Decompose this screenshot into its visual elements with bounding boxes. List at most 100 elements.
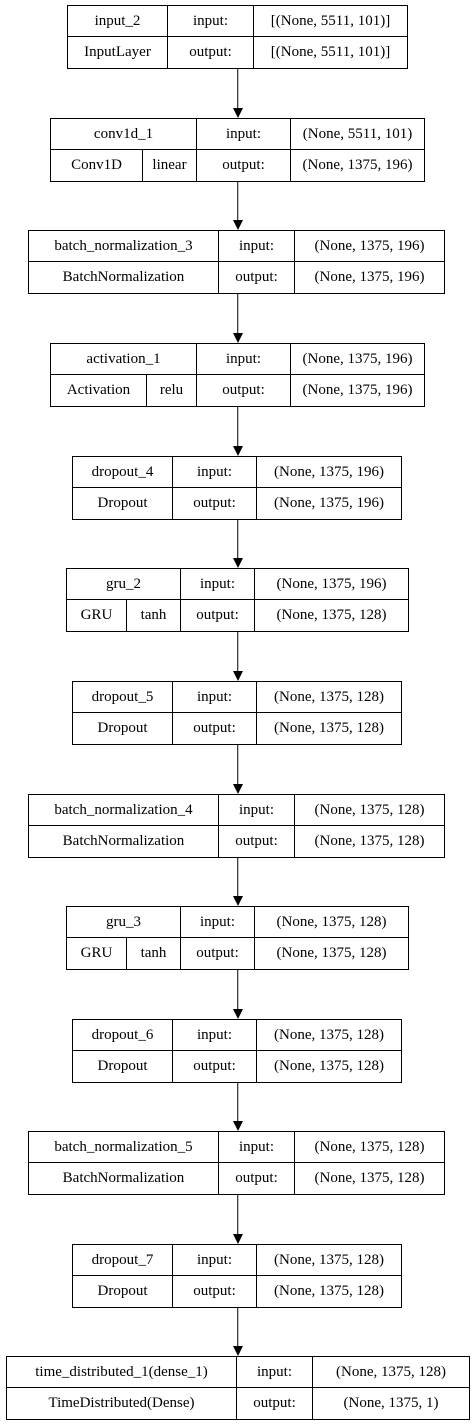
output-label: output: — [197, 150, 291, 181]
layer-type: TimeDistributed(Dense) — [7, 1388, 237, 1419]
output-shape: (None, 1375, 1) — [343, 1395, 439, 1411]
layer-name: dropout_5 — [73, 682, 173, 713]
layer-type: BatchNormalization — [29, 262, 219, 293]
connector-line — [236, 632, 238, 671]
layer-node-time-distributed-1-dense-1-: time_distributed_1(dense_1)input:(None, … — [6, 1356, 470, 1420]
layer-type-and-activation: Conv1D linear — [51, 150, 197, 181]
layer-name: dropout_4 — [73, 457, 173, 488]
input-shape: (None, 1375, 128) — [257, 1020, 401, 1051]
layer-name: activation_1 — [51, 344, 197, 375]
layer-type: InputLayer — [68, 37, 168, 68]
arrow-head-icon — [232, 333, 243, 343]
layer-name: time_distributed_1(dense_1) — [7, 1357, 237, 1388]
input-label: input: — [181, 907, 255, 938]
output-label: output: — [168, 37, 254, 68]
input-shape: (None, 1375, 128) — [255, 907, 408, 938]
arrow-head-icon — [232, 784, 243, 794]
arrow-head-icon — [232, 671, 243, 681]
layer-type: Dropout — [73, 488, 173, 519]
layer-type: Dropout — [73, 713, 173, 744]
layer-type-and-activation: Activation relu — [51, 375, 197, 406]
arrow-head-icon — [232, 1234, 243, 1244]
layer-activation: tanh — [140, 607, 167, 623]
input-label: input: — [173, 1020, 257, 1051]
layer-type: GRU — [67, 938, 127, 969]
connector-line — [236, 1308, 238, 1346]
connector-line — [236, 182, 238, 220]
output-label: output: — [219, 826, 295, 857]
input-shape: (None, 1375, 196) — [295, 231, 444, 262]
layer-type: BatchNormalization — [29, 1163, 219, 1194]
input-label: input: — [197, 344, 291, 375]
layer-type: Dropout — [73, 1051, 173, 1082]
input-label: input: — [173, 1245, 257, 1276]
arrow-head-icon — [232, 446, 243, 456]
input-shape: (None, 1375, 196) — [291, 344, 424, 375]
output-shape: (None, 1375, 128) — [274, 1058, 384, 1074]
layer-type: GRU — [67, 600, 127, 631]
input-shape: [(None, 5511, 101)] — [254, 6, 407, 37]
layer-name: dropout_6 — [73, 1020, 173, 1051]
connector-line — [236, 970, 238, 1009]
layer-type: Conv1D — [51, 150, 143, 181]
output-shape: (None, 1375, 128) — [314, 1170, 425, 1186]
arrow-head-icon — [232, 558, 243, 568]
input-shape: (None, 1375, 196) — [257, 457, 401, 488]
arrow-head-icon — [232, 896, 243, 906]
output-shape: (None, 1375, 196) — [302, 157, 413, 173]
layer-type-and-activation: GRU tanh — [67, 938, 181, 969]
connector-line — [236, 520, 238, 558]
input-shape: (None, 1375, 128) — [295, 1132, 444, 1163]
layer-name: conv1d_1 — [51, 119, 197, 150]
output-shape: (None, 1375, 128) — [276, 945, 387, 961]
output-label: output: — [173, 1276, 257, 1307]
input-label: input: — [181, 569, 255, 600]
layer-name: dropout_7 — [73, 1245, 173, 1276]
arrow-head-icon — [232, 108, 243, 118]
layer-name: gru_3 — [67, 907, 181, 938]
output-shape: (None, 1375, 196) — [302, 382, 413, 398]
connector-line — [236, 745, 238, 784]
layer-type: Activation — [51, 375, 147, 406]
output-shape: (None, 1375, 196) — [314, 269, 425, 285]
output-shape: (None, 1375, 128) — [274, 1283, 384, 1299]
layer-activation: linear — [152, 157, 187, 173]
connector-line — [236, 294, 238, 333]
input-label: input: — [219, 1132, 295, 1163]
input-label: input: — [173, 457, 257, 488]
output-label: output: — [219, 262, 295, 293]
layer-activation: tanh — [140, 945, 167, 961]
input-shape: (None, 1375, 128) — [257, 1245, 401, 1276]
layer-type-and-activation: GRU tanh — [67, 600, 181, 631]
output-label: output: — [237, 1388, 313, 1419]
connector-line — [236, 69, 238, 108]
layer-name: batch_normalization_3 — [29, 231, 219, 262]
output-shape: (None, 1375, 128) — [276, 607, 387, 623]
connector-line — [236, 858, 238, 896]
output-label: output: — [181, 938, 255, 969]
input-shape: (None, 1375, 128) — [257, 682, 401, 713]
input-label: input: — [237, 1357, 313, 1388]
input-shape: (None, 5511, 101) — [291, 119, 424, 150]
input-label: input: — [197, 119, 291, 150]
output-label: output: — [173, 1051, 257, 1082]
layer-name: gru_2 — [67, 569, 181, 600]
layer-type: BatchNormalization — [29, 826, 219, 857]
output-label: output: — [181, 600, 255, 631]
connector-line — [236, 1195, 238, 1234]
layer-activation: relu — [159, 382, 184, 398]
layer-name: batch_normalization_5 — [29, 1132, 219, 1163]
input-shape: (None, 1375, 128) — [313, 1357, 469, 1388]
input-label: input: — [219, 795, 295, 826]
output-shape: (None, 1375, 128) — [274, 720, 384, 736]
